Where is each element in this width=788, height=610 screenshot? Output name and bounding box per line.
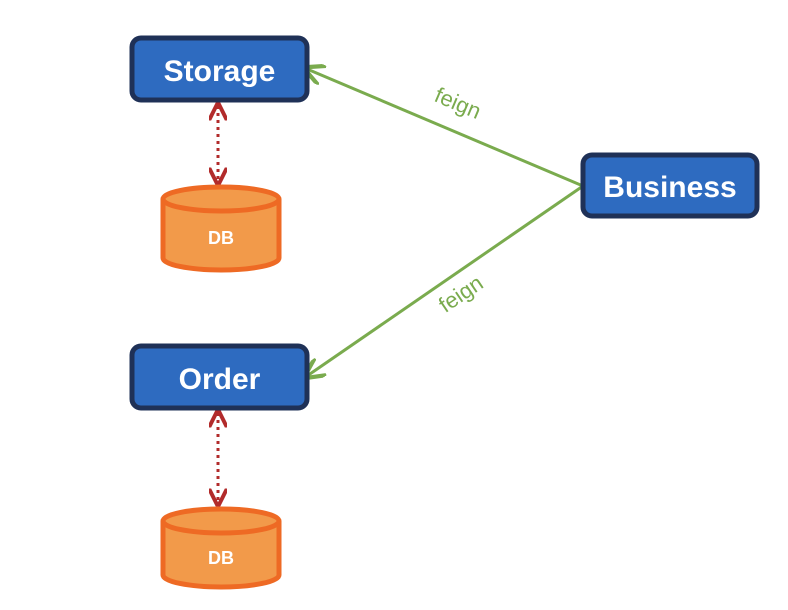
order-service-node: Order	[129, 343, 310, 411]
business-service-node: Business	[580, 152, 760, 219]
business-service-label: Business	[603, 171, 736, 204]
storage-db-label: DB	[208, 228, 234, 248]
storage-service-node: Storage	[129, 35, 310, 103]
storage-db-cylinder: DB	[160, 184, 282, 273]
order-db-label: DB	[208, 548, 234, 568]
feign-label-storage: feign	[431, 82, 485, 124]
order-service-label: Order	[179, 363, 261, 396]
feign-edge-storage	[307, 69, 584, 188]
order-db-cylinder: DB	[160, 506, 282, 590]
feign-label-order: feign	[434, 270, 488, 317]
feign-edge-order	[307, 184, 584, 376]
storage-service-label: Storage	[164, 55, 276, 88]
